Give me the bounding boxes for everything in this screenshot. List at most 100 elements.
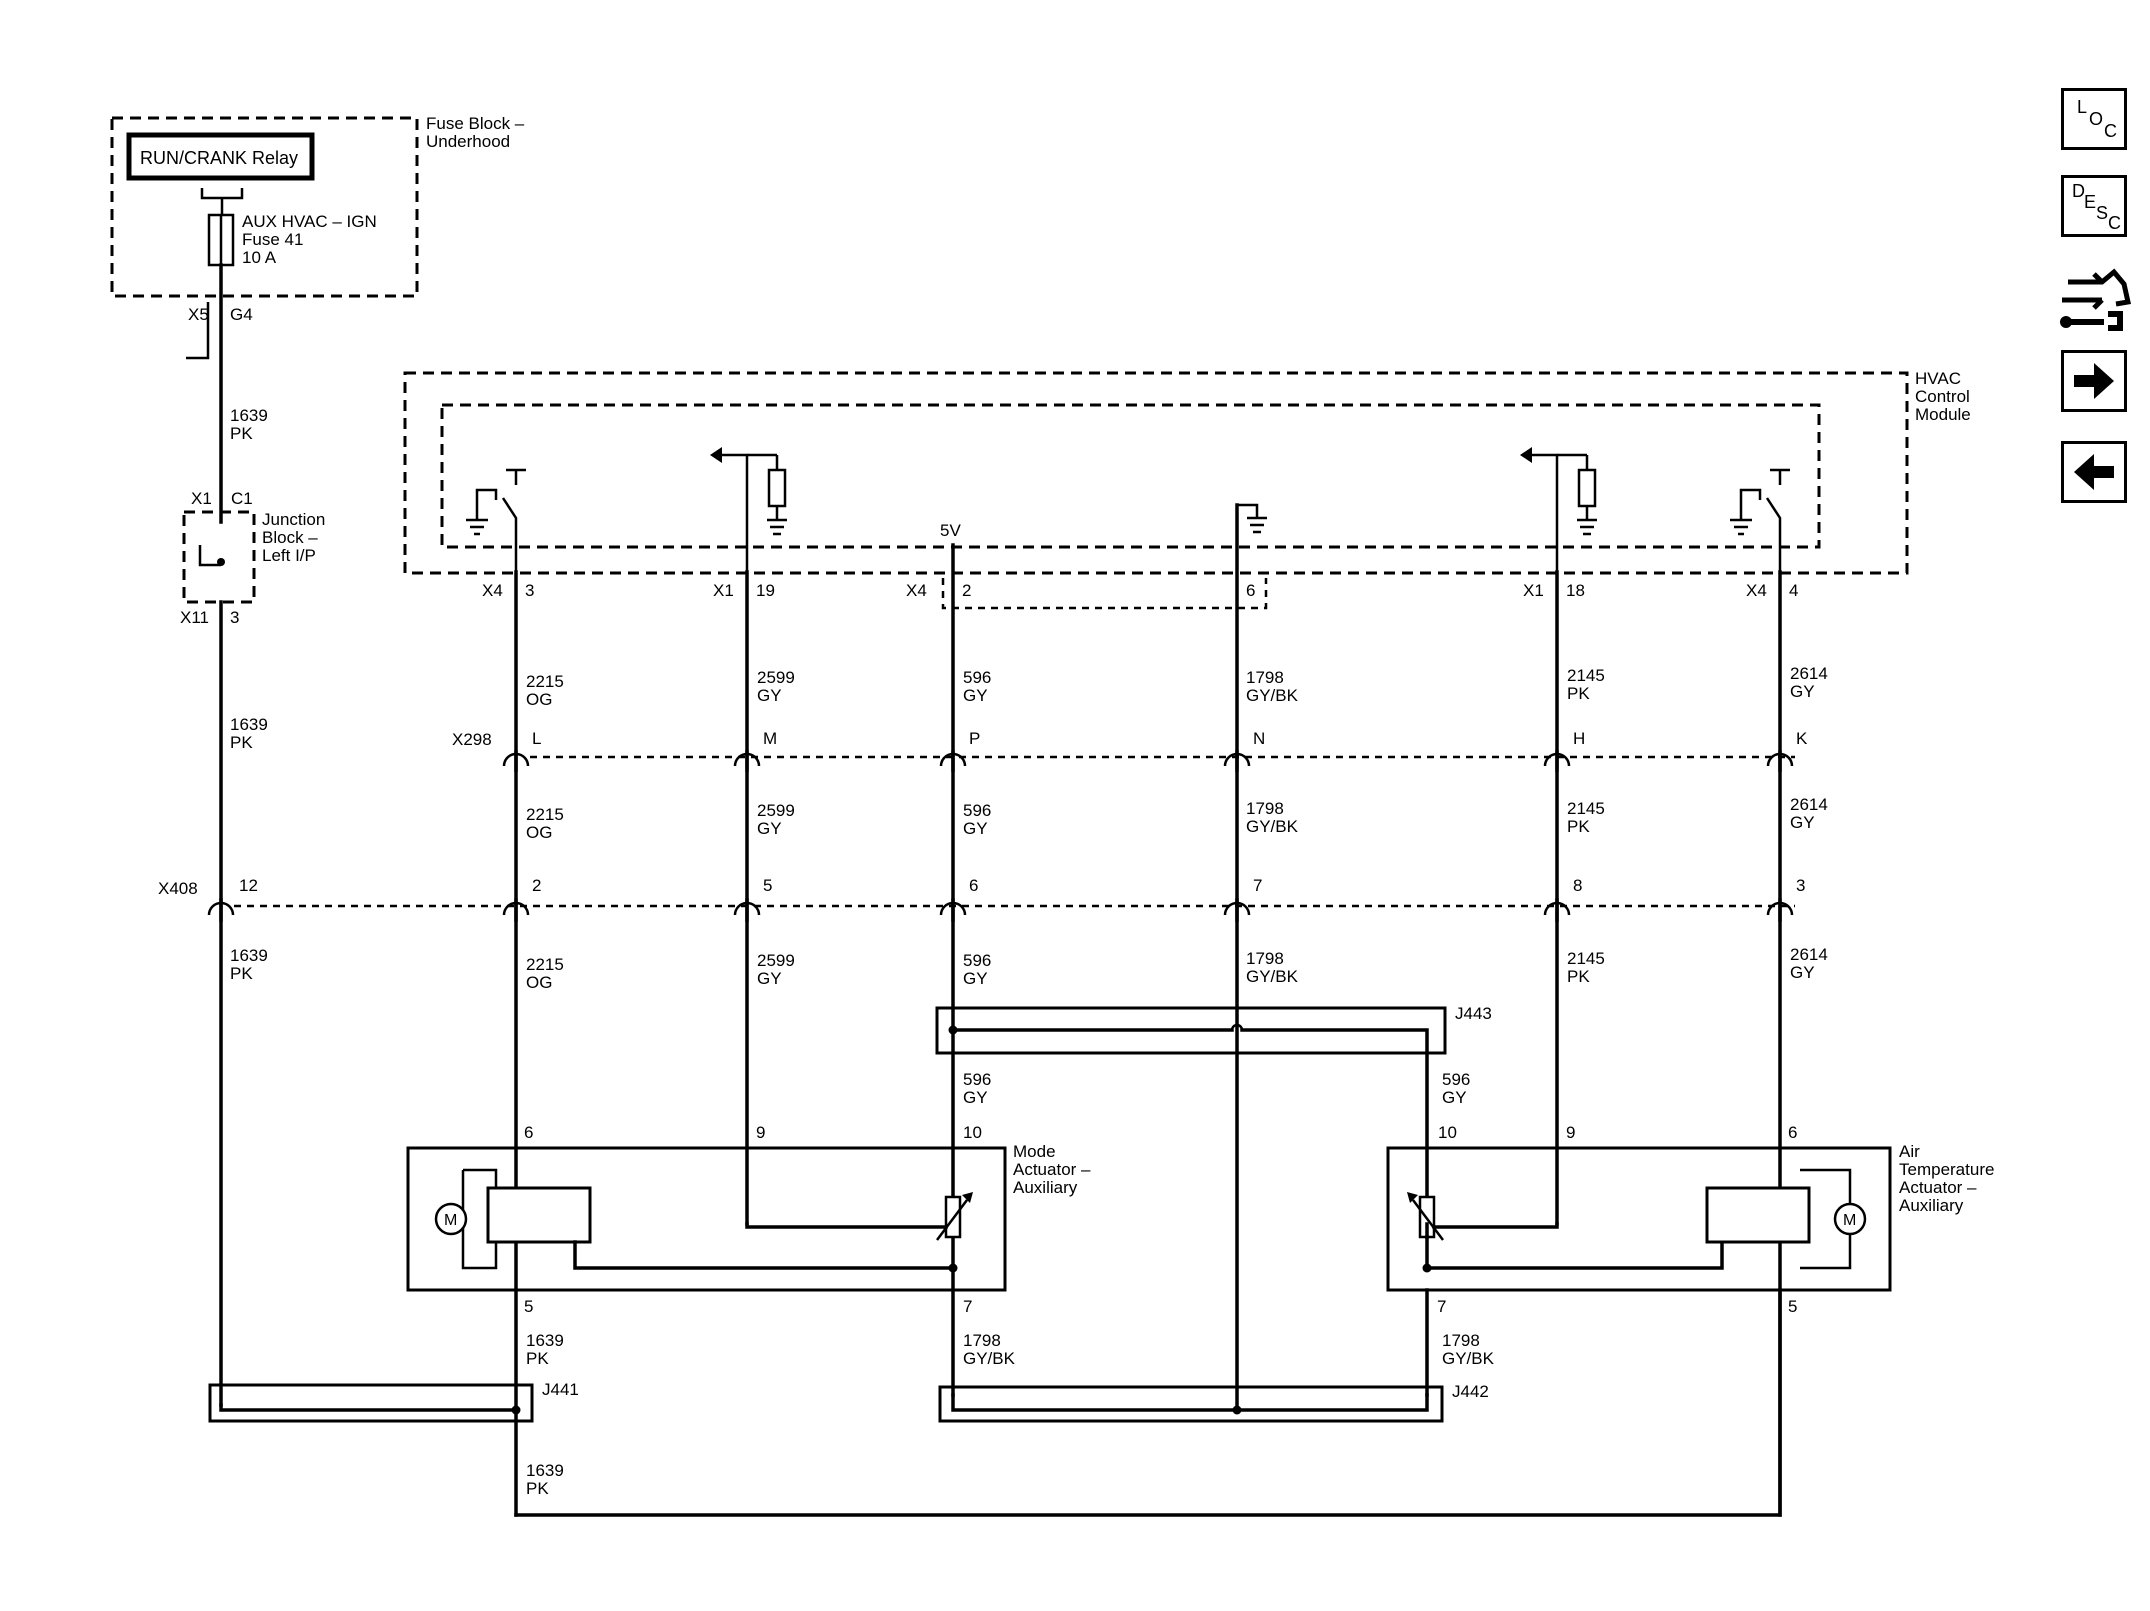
wire-596-num-5: 596 — [1442, 1070, 1470, 1089]
hvac-pin-e: 18 — [1566, 581, 1585, 600]
wire-1639-color-a: PK — [230, 424, 253, 443]
loc-letter-o: O — [2089, 109, 2104, 129]
x408-pin-7: 7 — [1253, 876, 1262, 895]
fuse-label-2: Fuse 41 — [242, 230, 303, 249]
wire-596-num-2: 596 — [963, 801, 991, 820]
air-temp-pin-5: 5 — [1788, 1297, 1797, 1316]
wire-2145-color-2: PK — [1567, 817, 1590, 836]
air-temperature-actuator-auxiliary: Air Temperature Actuator – Auxiliary 10 … — [1386, 1123, 1994, 1316]
air-temp-title-1: Air — [1899, 1142, 1920, 1161]
x298-pin-l: L — [532, 729, 541, 748]
hvac-pin-d: 6 — [1246, 581, 1255, 600]
junction-x1: X1 — [191, 489, 212, 508]
j442-label: J442 — [1452, 1382, 1489, 1401]
wire-2614-color-1: GY — [1790, 682, 1815, 701]
wire-2599-num-1: 2599 — [757, 668, 795, 687]
wire-596-color-2: GY — [963, 819, 988, 838]
hvac-pin-e-conn: X1 — [1523, 581, 1544, 600]
wire-596-num-4: 596 — [963, 1070, 991, 1089]
wire-596-color-4: GY — [963, 1088, 988, 1107]
hvac-title-3: Module — [1915, 405, 1971, 424]
wire-2599-color-3: GY — [757, 969, 782, 988]
hvac-pin-b-conn: X1 — [713, 581, 734, 600]
connector-x408: X408 12 2 5 6 7 8 3 — [158, 876, 1805, 922]
wire-2145-num-1: 2145 — [1567, 666, 1605, 685]
wire-1798-num-2: 1798 — [1246, 799, 1284, 818]
wire-2614-num-1: 2614 — [1790, 664, 1828, 683]
wire-2599-num-3: 2599 — [757, 951, 795, 970]
wire-1798-color-4: GY/BK — [963, 1349, 1016, 1368]
wire-1798-num-1: 1798 — [1246, 668, 1284, 687]
junction-title-1: Junction — [262, 510, 325, 529]
wire-labels-row-1: 2215 OG 2599 GY 596 GY 1798 GY/BK 2145 P… — [526, 664, 1828, 709]
hvac-pin-c-conn: X4 — [906, 581, 927, 600]
x408-pin-5: 5 — [763, 876, 772, 895]
wrench-car-icon[interactable] — [2058, 264, 2132, 334]
air-temp-pin-10: 10 — [1438, 1123, 1457, 1142]
desc-button[interactable]: D E S C — [2061, 175, 2127, 237]
hvac-title-1: HVAC — [1915, 369, 1961, 388]
junction-c1: C1 — [231, 489, 253, 508]
pin-g4: G4 — [230, 305, 253, 324]
loc-button[interactable]: L O C — [2061, 88, 2127, 150]
wire-2215-color-1: OG — [526, 690, 552, 709]
wire-1639-num-c: 1639 — [230, 946, 268, 965]
mode-title-3: Auxiliary — [1013, 1178, 1078, 1197]
prev-button[interactable] — [2061, 441, 2127, 503]
x298-pin-n: N — [1253, 729, 1265, 748]
splice-j443: J443 — [935, 1004, 1492, 1226]
hvac-5v-label: 5V — [940, 521, 961, 540]
x408-name: X408 — [158, 879, 198, 898]
wire-1798-num-4: 1798 — [963, 1331, 1001, 1350]
next-button[interactable] — [2061, 350, 2127, 412]
wire-2599-color-2: GY — [757, 819, 782, 838]
mode-pin-10: 10 — [963, 1123, 982, 1142]
air-temp-title-3: Actuator – — [1899, 1178, 1977, 1197]
x408-pin-8: 8 — [1573, 876, 1582, 895]
wire-2215-num-3: 2215 — [526, 955, 564, 974]
wire-2215-color-3: OG — [526, 973, 552, 992]
x408-pin-12: 12 — [239, 876, 258, 895]
hvac-pin-b: 19 — [756, 581, 775, 600]
air-temp-title-2: Temperature — [1899, 1160, 1994, 1179]
mode-title-2: Actuator – — [1013, 1160, 1091, 1179]
wire-2599-color-1: GY — [757, 686, 782, 705]
air-temp-pin-6: 6 — [1788, 1123, 1797, 1142]
wire-596-num-1: 596 — [963, 668, 991, 687]
desc-letter-c: C — [2108, 213, 2121, 233]
wire-2614-num-3: 2614 — [1790, 945, 1828, 964]
connector-x5: X5 — [188, 305, 209, 324]
mode-pin-9: 9 — [756, 1123, 765, 1142]
hvac-pin-c: 2 — [962, 581, 971, 600]
wire-596-color-5: GY — [1442, 1088, 1467, 1107]
wire-2614-color-2: GY — [1790, 813, 1815, 832]
wire-1639-num-a: 1639 — [230, 406, 268, 425]
wire-2145-color-1: PK — [1567, 684, 1590, 703]
wire-1798-color-5: GY/BK — [1442, 1349, 1495, 1368]
fuse-label-3: 10 A — [242, 248, 277, 267]
wire-596-color-3: GY — [963, 969, 988, 988]
connector-x298: X298 L M P N H K — [452, 729, 1808, 772]
mode-pin-7: 7 — [963, 1297, 972, 1316]
wire-2145-num-2: 2145 — [1567, 799, 1605, 818]
junction-pin-3: 3 — [230, 608, 239, 627]
loc-letter-l: L — [2077, 97, 2088, 117]
wire-1798-num-3: 1798 — [1246, 949, 1284, 968]
wire-596-color-1: GY — [963, 686, 988, 705]
mode-pin-5: 5 — [524, 1297, 533, 1316]
wire-596-num-3: 596 — [963, 951, 991, 970]
wire-1798-color-2: GY/BK — [1246, 817, 1299, 836]
wire-1639-color-d: PK — [526, 1349, 549, 1368]
x298-name: X298 — [452, 730, 492, 749]
mode-motor-label: M — [444, 1212, 457, 1229]
mode-actuator-auxiliary: Mode Actuator – Auxiliary 6 9 10 5 7 M — [406, 1123, 1091, 1316]
wire-2614-color-3: GY — [1790, 963, 1815, 982]
wire-1639-color-c: PK — [230, 964, 253, 983]
desc-letter-s: S — [2096, 203, 2109, 223]
hvac-control-module: HVAC Control Module 5V X4 3 X1 19 X4 — [403, 369, 1971, 610]
fuse-label-1: AUX HVAC – IGN — [242, 212, 377, 231]
wire-1639-color-b: PK — [230, 733, 253, 752]
desc-letter-d: D — [2072, 181, 2085, 201]
wire-1798-color-3: GY/BK — [1246, 967, 1299, 986]
air-temp-pin-9: 9 — [1566, 1123, 1575, 1142]
